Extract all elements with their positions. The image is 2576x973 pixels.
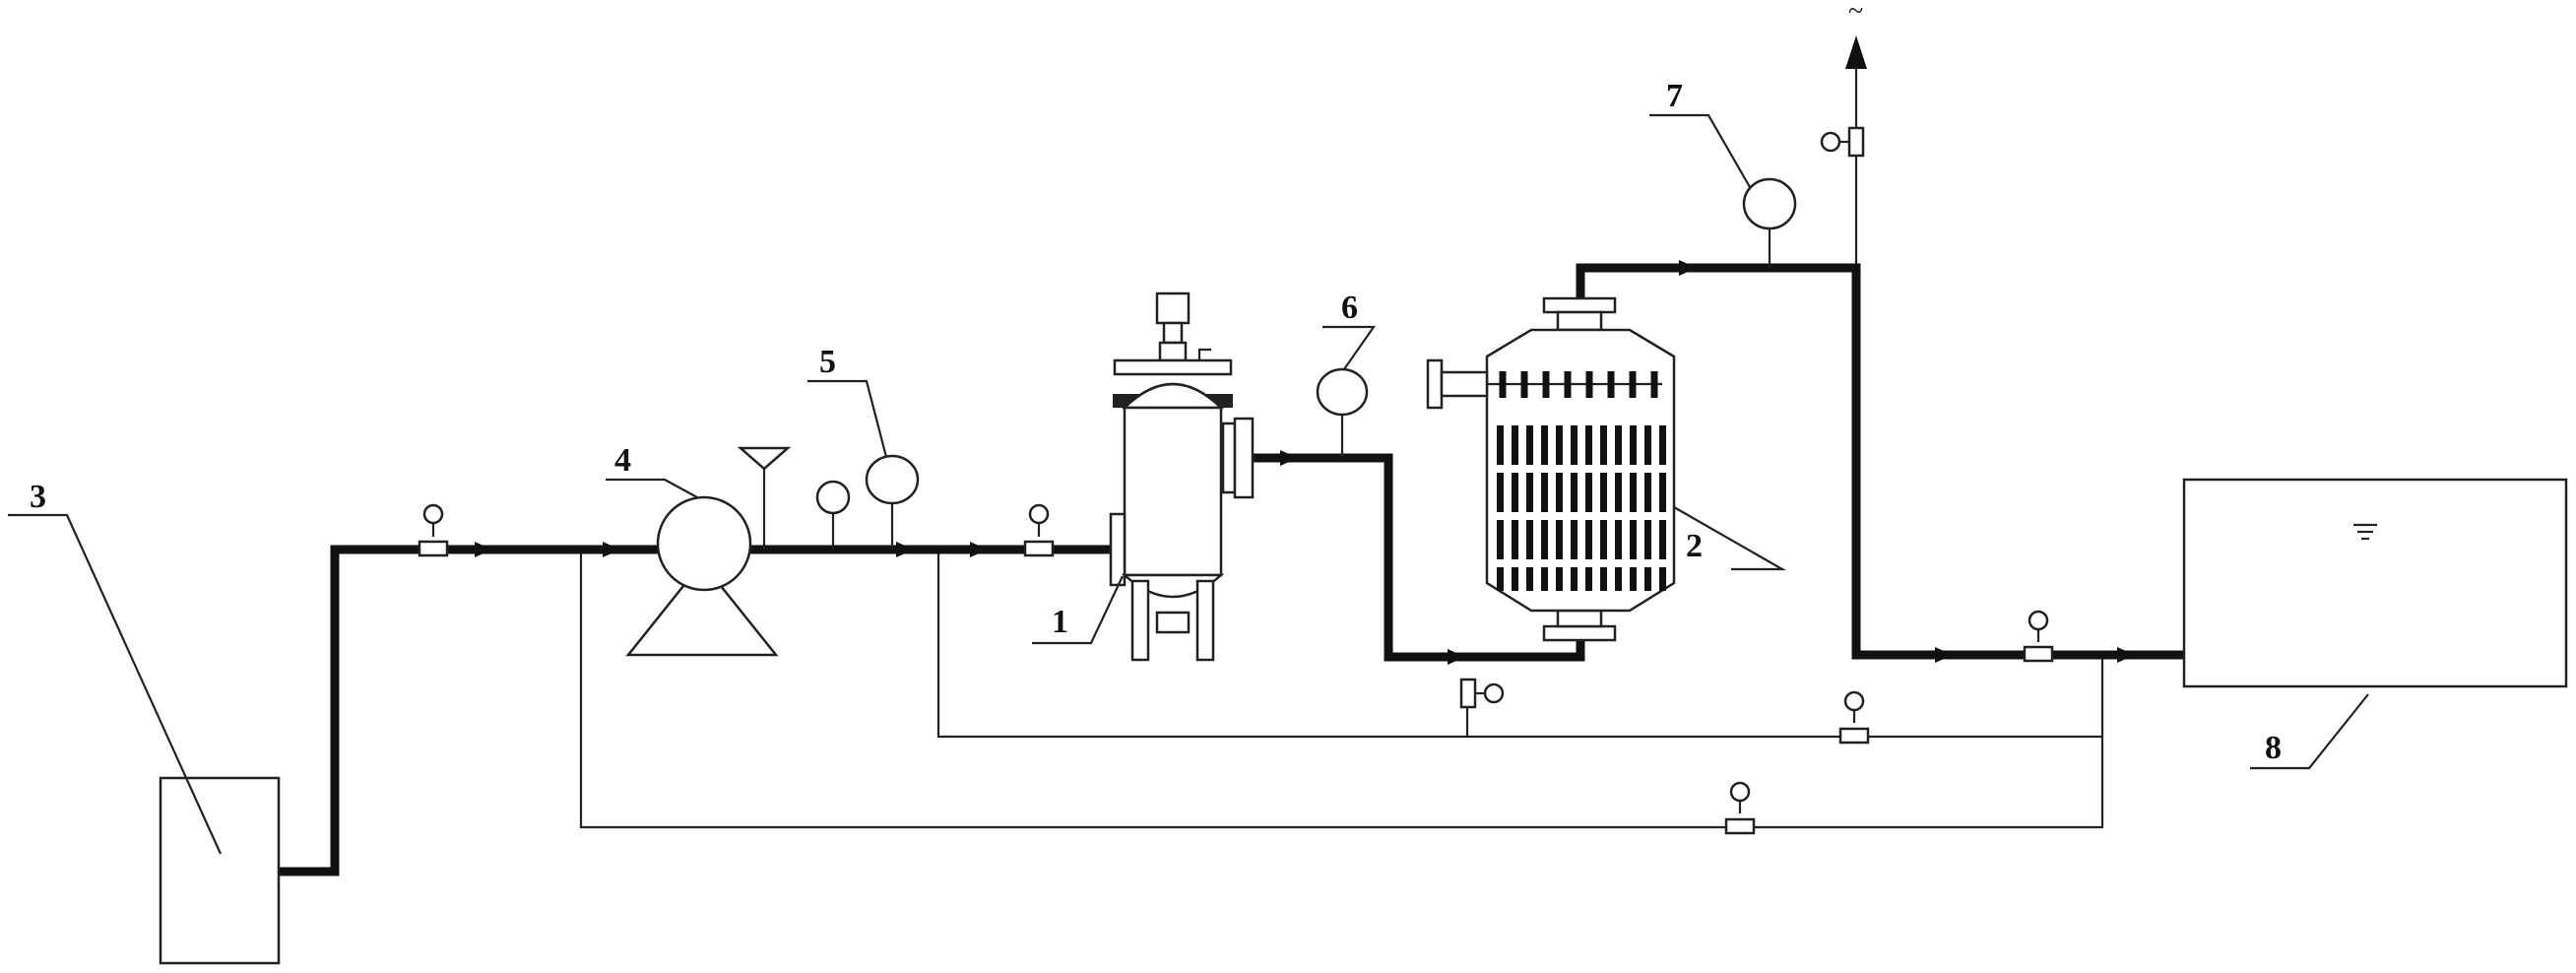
receiving-tank [2182, 478, 2568, 688]
vertical-valve-vent [1820, 126, 1865, 158]
pressure-gauge-outlet [1742, 177, 1797, 268]
pressure-gauge-pump [865, 454, 920, 550]
label-gauge-reactor: 6 [1341, 290, 1358, 326]
small-gauge-icon [815, 480, 851, 550]
flow-valve-4 [1838, 690, 1870, 745]
flow-valve-3 [2023, 610, 2054, 663]
flow-arrows [475, 35, 2135, 665]
funnel-icon [737, 446, 792, 550]
flow-valve-5 [1724, 781, 1756, 835]
label-source-tank: 3 [30, 479, 46, 515]
label-leaders [8, 113, 2369, 855]
label-gauge-pump: 5 [819, 344, 836, 380]
flow-valve-1 [418, 503, 449, 557]
pressure-gauge-reactor [1316, 367, 1369, 458]
main-pipeline [276, 263, 2184, 876]
filter-vessel [1109, 292, 1255, 662]
label-receiving-tank: 8 [2265, 730, 2282, 766]
reactor [1426, 296, 1676, 642]
source-tank [159, 776, 281, 965]
vent-symbol: ~ [1848, 0, 1863, 27]
pump [625, 495, 779, 657]
flow-valve-2 [1023, 503, 1055, 557]
vertical-valve-reactor [1459, 678, 1505, 709]
label-filter: 1 [1052, 604, 1068, 640]
label-gauge-outlet: 7 [1666, 78, 1683, 114]
label-reactor: 2 [1686, 528, 1703, 564]
label-pump: 4 [614, 442, 631, 479]
